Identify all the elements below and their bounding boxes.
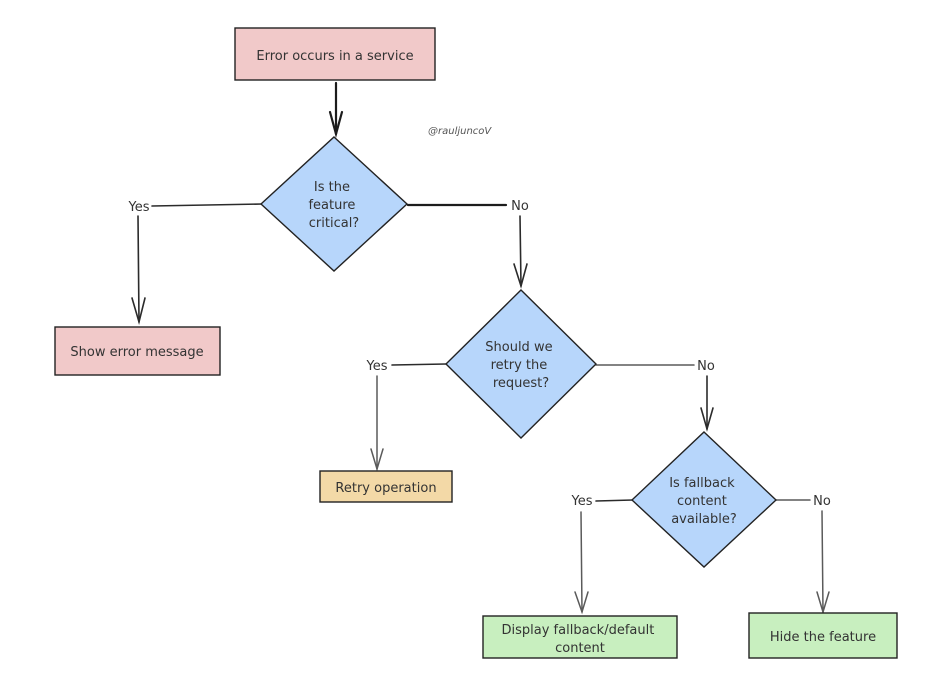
edge-label-q1-yes: Yes: [128, 200, 150, 215]
decision-feature-critical-label: Is the feature critical?: [308, 180, 359, 231]
edge-label-q3-no: No: [813, 494, 831, 509]
edge-q1-no-arrowhead: [513, 263, 528, 289]
decision-retry-request: Should we retry the request?: [445, 289, 597, 439]
node-show-error-label: Show error message: [70, 345, 203, 360]
edge-q2-yes-arrowhead: [370, 448, 384, 472]
node-display-fallback-box: [482, 615, 678, 659]
edge-q1-no-down: [519, 215, 522, 287]
edge-labels: Yes No Yes No Yes No: [128, 199, 831, 509]
node-hide-feature-box: [748, 612, 898, 659]
node-retry-operation: Retry operation: [319, 470, 453, 503]
node-display-fallback: Display fallback/default content: [482, 615, 678, 659]
edge-q3-yes-down: [580, 511, 583, 613]
edge-label-q2-yes: Yes: [366, 359, 388, 374]
edge-start-to-q1-arrowhead: [328, 110, 344, 139]
node-display-fallback-label: Display fallback/default content: [502, 623, 659, 656]
node-show-error-box: [54, 326, 221, 376]
decision-feature-critical: Is the feature critical?: [259, 136, 409, 272]
decision-retry-request-shape: [445, 289, 597, 439]
edge-q2-no-arrowhead: [700, 407, 714, 432]
node-hide-feature: Hide the feature: [748, 612, 898, 659]
edge-q3-yes: [595, 499, 634, 502]
edge-q1-yes-arrowhead: [131, 297, 146, 326]
edge-q1-yes-down: [137, 215, 140, 323]
decision-fallback-available-label: Is fallback content available?: [669, 476, 739, 527]
node-retry-operation-box: [319, 470, 453, 503]
decision-fallback-available: Is fallback content available?: [630, 431, 778, 568]
edge-label-q3-yes: Yes: [571, 494, 593, 509]
node-show-error: Show error message: [54, 326, 221, 376]
edge-label-q1-no: No: [511, 199, 529, 214]
node-start-box: [234, 27, 436, 81]
decision-fallback-available-shape: [630, 431, 778, 568]
edge-q3-no-arrowhead: [816, 591, 830, 615]
node-retry-operation-label: Retry operation: [335, 481, 436, 496]
decision-feature-critical-shape: [259, 136, 409, 272]
watermark: @rauljuncoV: [428, 126, 492, 137]
decision-retry-request-label: Should we retry the request?: [485, 340, 556, 391]
node-start: Error occurs in a service: [234, 27, 436, 81]
edge-q3-yes-arrowhead: [574, 591, 589, 615]
edge-q2-yes: [391, 363, 447, 366]
node-hide-feature-label: Hide the feature: [770, 630, 876, 645]
node-start-label: Error occurs in a service: [256, 49, 413, 64]
edge-q3-no-down: [821, 510, 824, 613]
edge-label-q2-no: No: [697, 359, 715, 374]
connectors: [131, 81, 830, 615]
edge-q1-yes: [151, 203, 263, 207]
